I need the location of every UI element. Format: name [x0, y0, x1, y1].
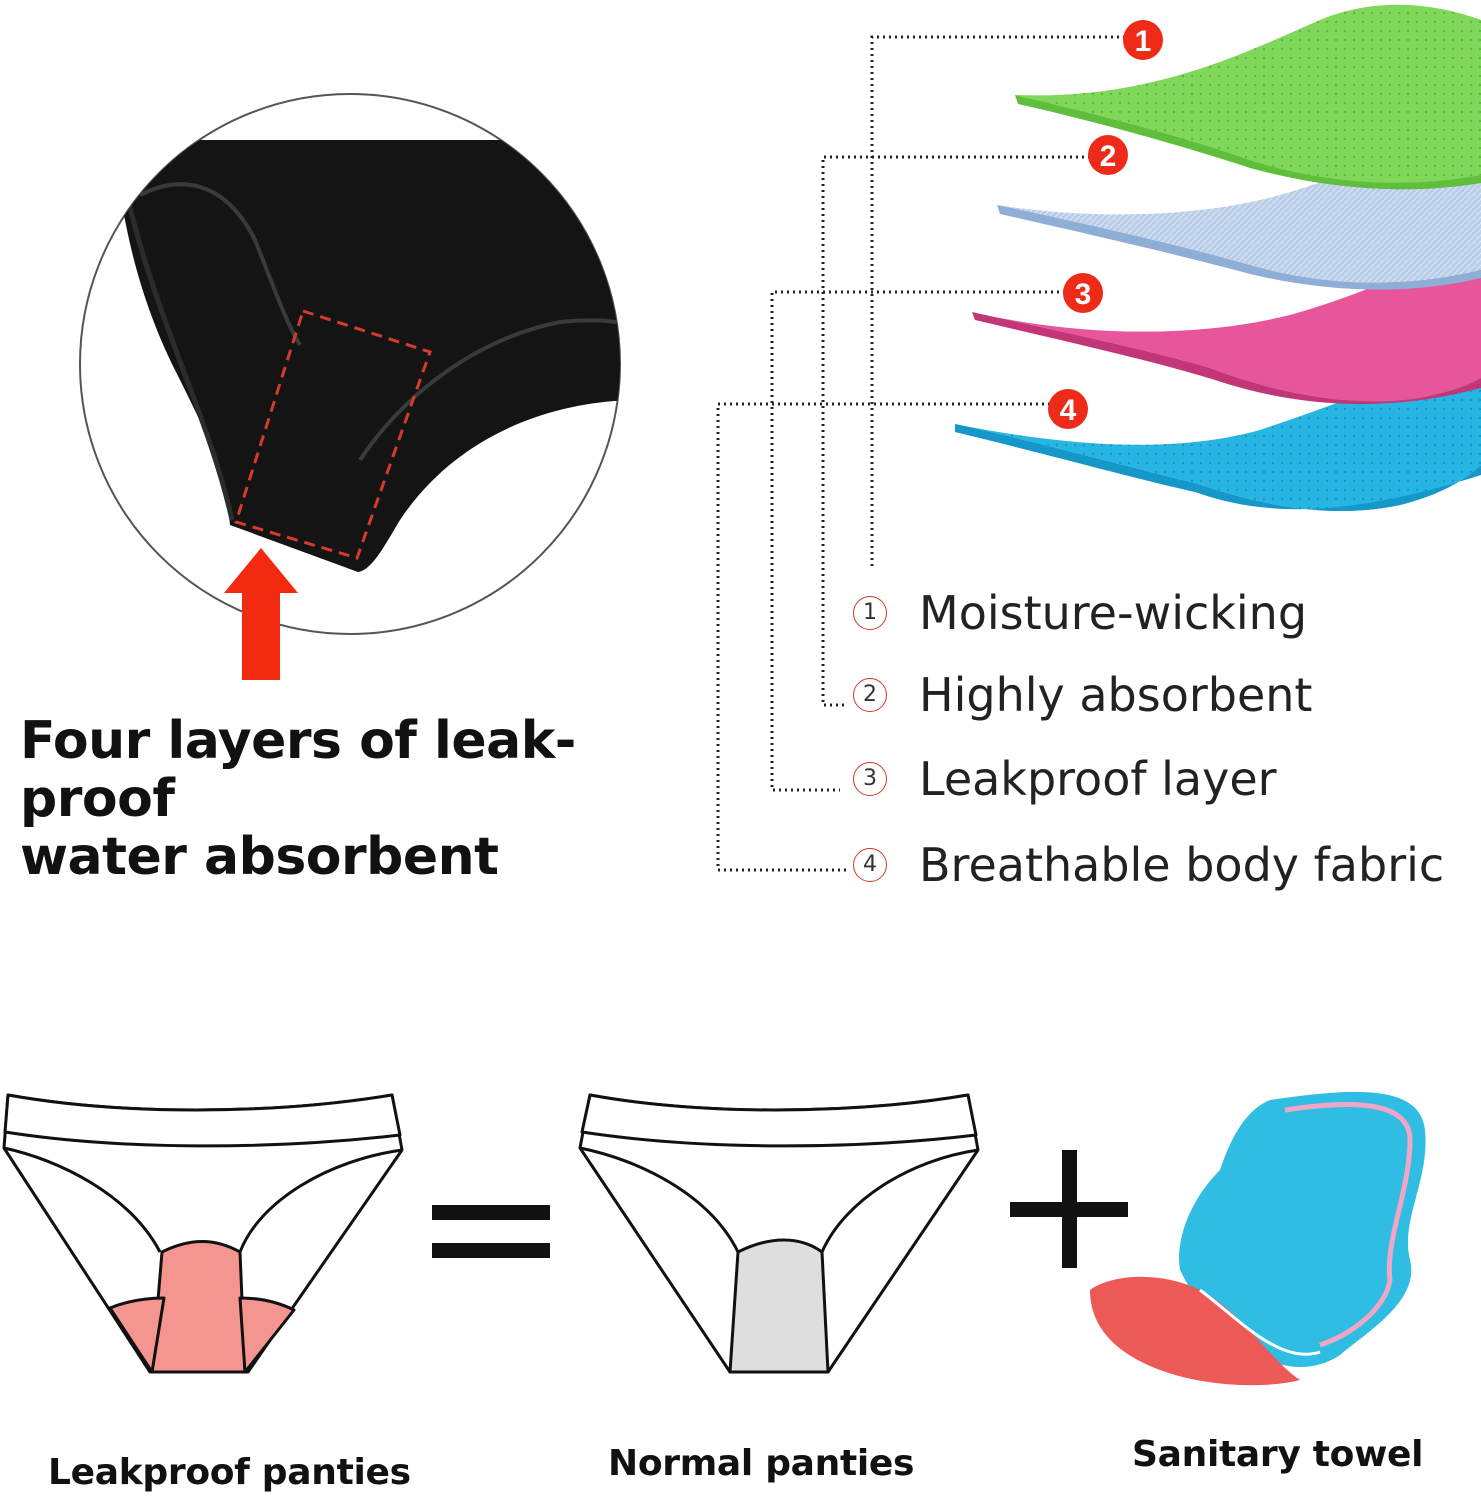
badge-2: 2: [1088, 135, 1128, 175]
legend-number-3: 3: [853, 762, 887, 796]
legend-item-3: 3 Leakproof layer: [850, 748, 1480, 808]
leader-line-4: [716, 402, 1050, 872]
leader-line-3: [770, 290, 1065, 792]
legend-number-1: 1: [853, 596, 887, 630]
legend-label-1: Moisture-wicking: [919, 586, 1308, 640]
sanitary-towel-illustration: [1090, 1091, 1426, 1386]
legend-label-3: Leakproof layer: [919, 752, 1277, 806]
normal-panties-illustration: [578, 1093, 980, 1374]
legend-item-4: 4 Breathable body fabric: [850, 834, 1480, 894]
badge-3: 3: [1063, 273, 1103, 313]
leakproof-panties-illustration: [2, 1093, 404, 1374]
badge-1: 1: [1123, 20, 1163, 60]
normal-gusset: [728, 1238, 830, 1374]
arrow-up-icon: [224, 548, 298, 680]
badge-4: 4: [1048, 389, 1088, 429]
black-panty-closeup: [120, 140, 620, 572]
leader-line-1: [870, 35, 1125, 570]
layer-3-sheet: [972, 240, 1481, 405]
svg-text:3: 3: [1075, 278, 1092, 311]
gusset-dashed-outline: [234, 309, 432, 560]
headline-line-2: water absorbent: [20, 827, 499, 887]
leakproof-gusset: [150, 1240, 247, 1374]
caption-normal-panties: Normal panties: [608, 1443, 915, 1484]
layer-4-sheet: [955, 350, 1481, 512]
legend-label-4: Breathable body fabric: [919, 838, 1445, 892]
svg-text:4: 4: [1060, 394, 1077, 427]
caption-leakproof-panties: Leakproof panties: [48, 1452, 411, 1493]
comparison-equation: [2, 1091, 1426, 1386]
legend-number-2: 2: [853, 678, 887, 712]
plus-icon: [1010, 1150, 1128, 1268]
caption-sanitary-towel: Sanitary towel: [1132, 1434, 1424, 1475]
svg-text:2: 2: [1100, 140, 1117, 173]
layer-2-sheet: [997, 112, 1481, 290]
svg-text:1: 1: [1135, 25, 1152, 58]
panty-closeup-illustration: [79, 93, 621, 680]
headline-line-1: Four layers of leak-proof: [20, 711, 576, 829]
layers-diagram: 1 2 3 4: [716, 4, 1481, 872]
legend-label-2: Highly absorbent: [919, 668, 1313, 722]
leader-lines: [716, 35, 1125, 872]
legend-number-4: 4: [853, 848, 887, 882]
layer-1-sheet: [1015, 4, 1481, 190]
equals-icon: [432, 1205, 550, 1258]
legend-item-1: 1 Moisture-wicking: [850, 582, 1480, 642]
headline: Four layers of leak-proof water absorben…: [20, 712, 720, 886]
legend-item-2: 2 Highly absorbent: [850, 664, 1480, 724]
leader-line-2: [821, 155, 1090, 707]
